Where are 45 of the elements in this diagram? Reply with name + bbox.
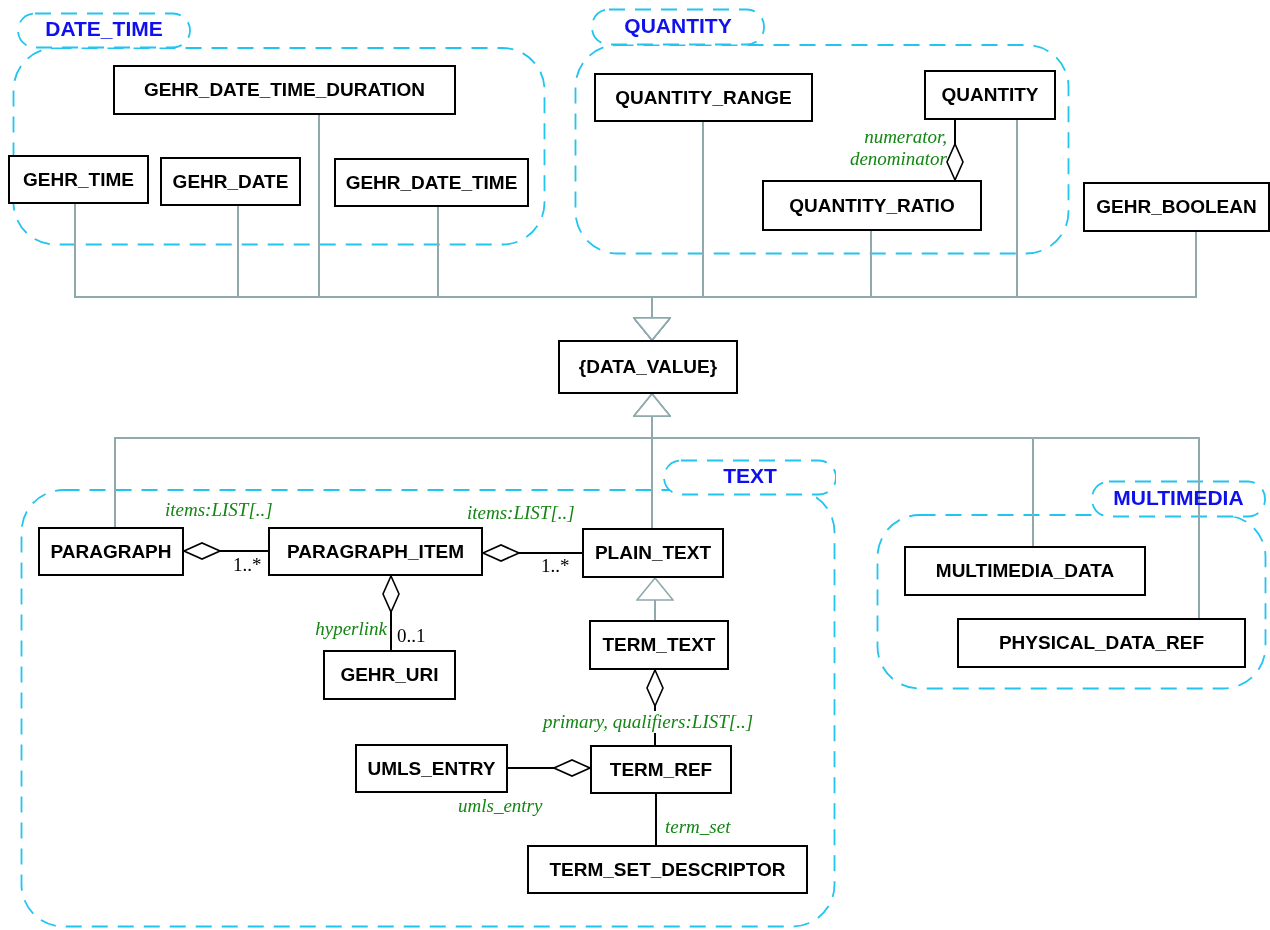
edge-label: items:LIST[..] — [467, 502, 575, 524]
class-box: {DATA_VALUE} — [558, 340, 738, 394]
class-box: GEHR_BOOLEAN — [1083, 182, 1270, 232]
class-box: PARAGRAPH_ITEM — [268, 527, 483, 576]
class-box: GEHR_DATE_TIME_DURATION — [113, 65, 456, 115]
multiplicity-label: 1..* — [541, 555, 570, 577]
multiplicity-label: 1..* — [233, 554, 262, 576]
class-box: PLAIN_TEXT — [582, 528, 724, 578]
class-box: GEHR_DATE — [160, 157, 301, 206]
class-box: QUANTITY_RATIO — [762, 180, 982, 231]
class-box: TERM_REF — [590, 745, 732, 794]
aggregation-line — [946, 119, 964, 181]
package-frame — [574, 8, 1070, 255]
inheritance-arrow — [633, 393, 1200, 619]
association-line — [655, 793, 657, 846]
inheritance-arrow — [636, 577, 674, 621]
aggregation-line — [507, 759, 591, 777]
edge-label: hyperlink — [314, 618, 387, 640]
class-box: MULTIMEDIA_DATA — [904, 546, 1146, 596]
edge-label: items:LIST[..] — [165, 499, 273, 521]
class-box: TERM_TEXT — [589, 620, 729, 670]
edge-label: umls_entry — [458, 795, 543, 817]
class-box: PHYSICAL_DATA_REF — [957, 618, 1246, 668]
class-box: PARAGRAPH — [38, 527, 184, 576]
multiplicity-label: 0..1 — [397, 625, 426, 647]
package-name: QUANTITY — [623, 13, 733, 38]
package-frame — [20, 459, 836, 928]
package-name: MULTIMEDIA — [1112, 485, 1245, 510]
class-box: TERM_SET_DESCRIPTOR — [527, 845, 808, 894]
package-name: TEXT — [722, 464, 778, 488]
aggregation-line — [482, 544, 583, 562]
edge-label: term_set — [665, 816, 731, 838]
class-box: GEHR_TIME — [8, 155, 149, 204]
class-box: GEHR_DATE_TIME — [334, 158, 529, 207]
edge-label: numerator, denominator — [848, 126, 947, 170]
package-name: DATE_TIME — [44, 17, 164, 41]
class-box: UMLS_ENTRY — [355, 744, 508, 793]
aggregation-line — [183, 542, 269, 560]
aggregation-line — [382, 575, 400, 651]
edge-label: primary, qualifiers:LIST[..] — [541, 711, 756, 733]
class-box: QUANTITY — [924, 70, 1056, 120]
class-box: QUANTITY_RANGE — [594, 73, 813, 122]
package-frame — [876, 480, 1267, 690]
aggregation-line — [646, 669, 664, 746]
class-box: GEHR_URI — [323, 650, 456, 700]
